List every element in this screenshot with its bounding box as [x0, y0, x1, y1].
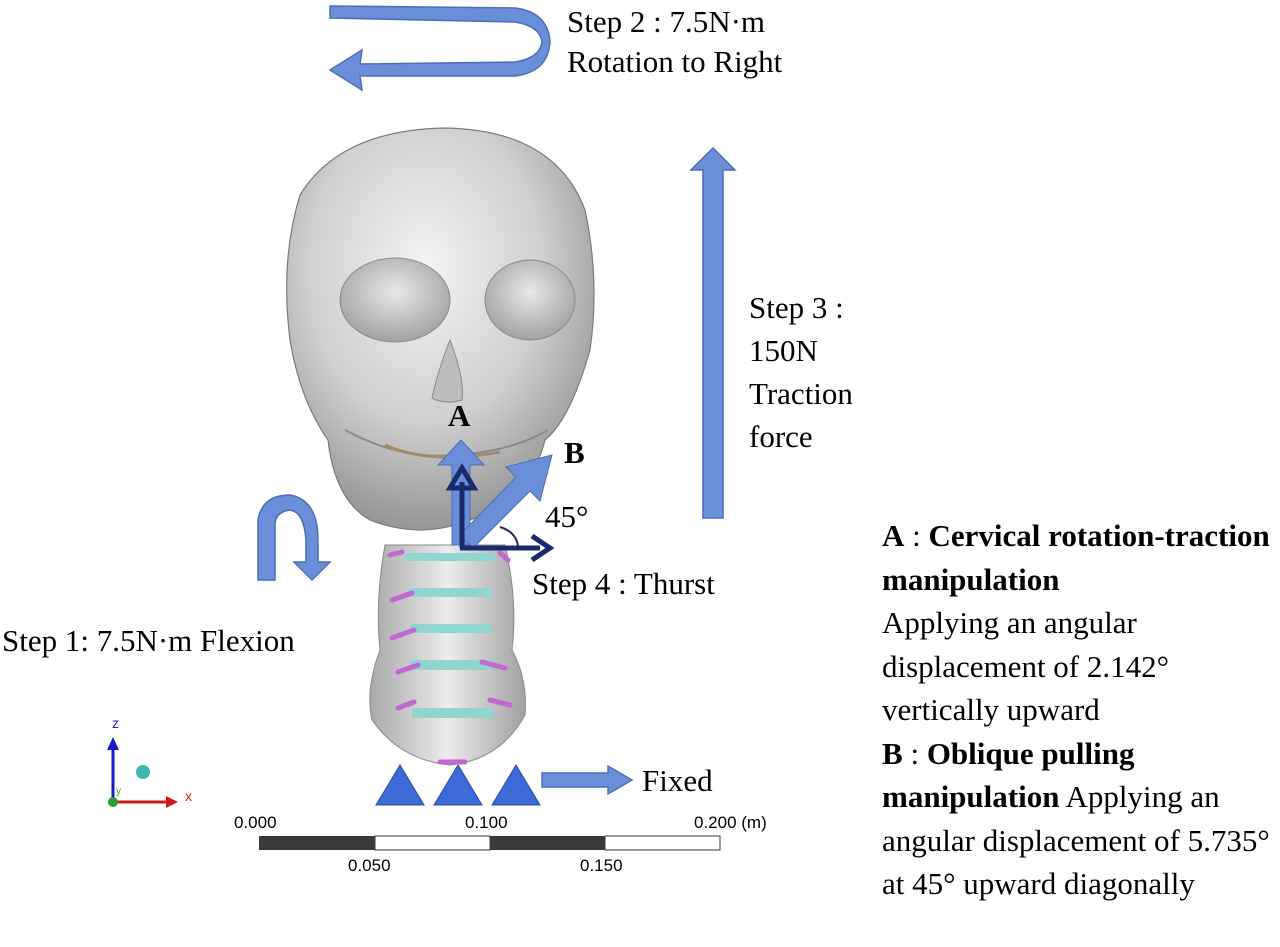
angle-label: 45°: [545, 499, 589, 534]
flexion-arrow-step1: [257, 494, 332, 582]
thrust-arrows: [445, 463, 555, 563]
scale-label-200: 0.200 (m): [694, 813, 767, 832]
teeth: [384, 443, 501, 459]
fixed-label: Fixed: [642, 763, 713, 798]
step3-label-line1: Step 3 :: [749, 290, 844, 325]
scale-label-100: 0.100: [465, 813, 508, 832]
step2-label-line1: Step 2 : 7.5N·m: [567, 4, 766, 39]
desc-a-title: Cervical rotation-traction manipulation: [882, 518, 1270, 597]
cervical-spine: [369, 544, 526, 766]
arrow-b-diagonal: [459, 454, 553, 549]
desc-b-text: Applying an angular displacement of 5.73…: [882, 779, 1270, 901]
step2-label-line2: Rotation to Right: [567, 44, 783, 79]
skull-model: [286, 127, 595, 531]
manipulation-description: A : Cervical rotation-traction manipulat…: [882, 518, 1270, 901]
marker-b: B: [564, 435, 585, 470]
desc-a-letter: A: [882, 518, 905, 553]
fixed-arrow: [541, 764, 634, 796]
step3-label-line2: 150N: [749, 333, 818, 368]
coordinate-triad: [107, 737, 178, 808]
left-eye-socket: [339, 257, 451, 343]
marker-a: A: [448, 398, 471, 433]
ligaments: [387, 549, 513, 765]
scale-label-150: 0.150: [580, 856, 623, 875]
angle-arc-icon: [499, 526, 519, 547]
rotation-arrow-step2: [328, 5, 551, 92]
right-eye-socket: [484, 259, 576, 341]
scale-bar: [259, 835, 721, 851]
step1-label: Step 1: 7.5N·m Flexion: [2, 623, 295, 658]
axis-z-label: z: [112, 715, 119, 731]
axis-y-label: y: [116, 786, 121, 797]
desc-b-letter: B: [882, 735, 903, 771]
scale-label-0: 0.000: [234, 813, 277, 832]
step3-label-line4: force: [749, 419, 813, 454]
desc-a-text: Applying an angular displacement of 2.14…: [882, 605, 1170, 727]
fixed-supports: [375, 764, 541, 806]
step3-label-line3: Traction: [749, 376, 853, 411]
traction-arrow-step3: [689, 146, 737, 519]
nasal-cavity: [431, 338, 463, 403]
desc-b-title: Oblique pulling manipulation: [882, 735, 1135, 815]
step4-label: Step 4 : Thurst: [532, 566, 715, 601]
axis-x-label: x: [185, 788, 192, 804]
intervertebral-discs: [405, 553, 495, 718]
scale-label-050: 0.050: [348, 856, 391, 875]
view-sphere-icon: [136, 765, 150, 779]
